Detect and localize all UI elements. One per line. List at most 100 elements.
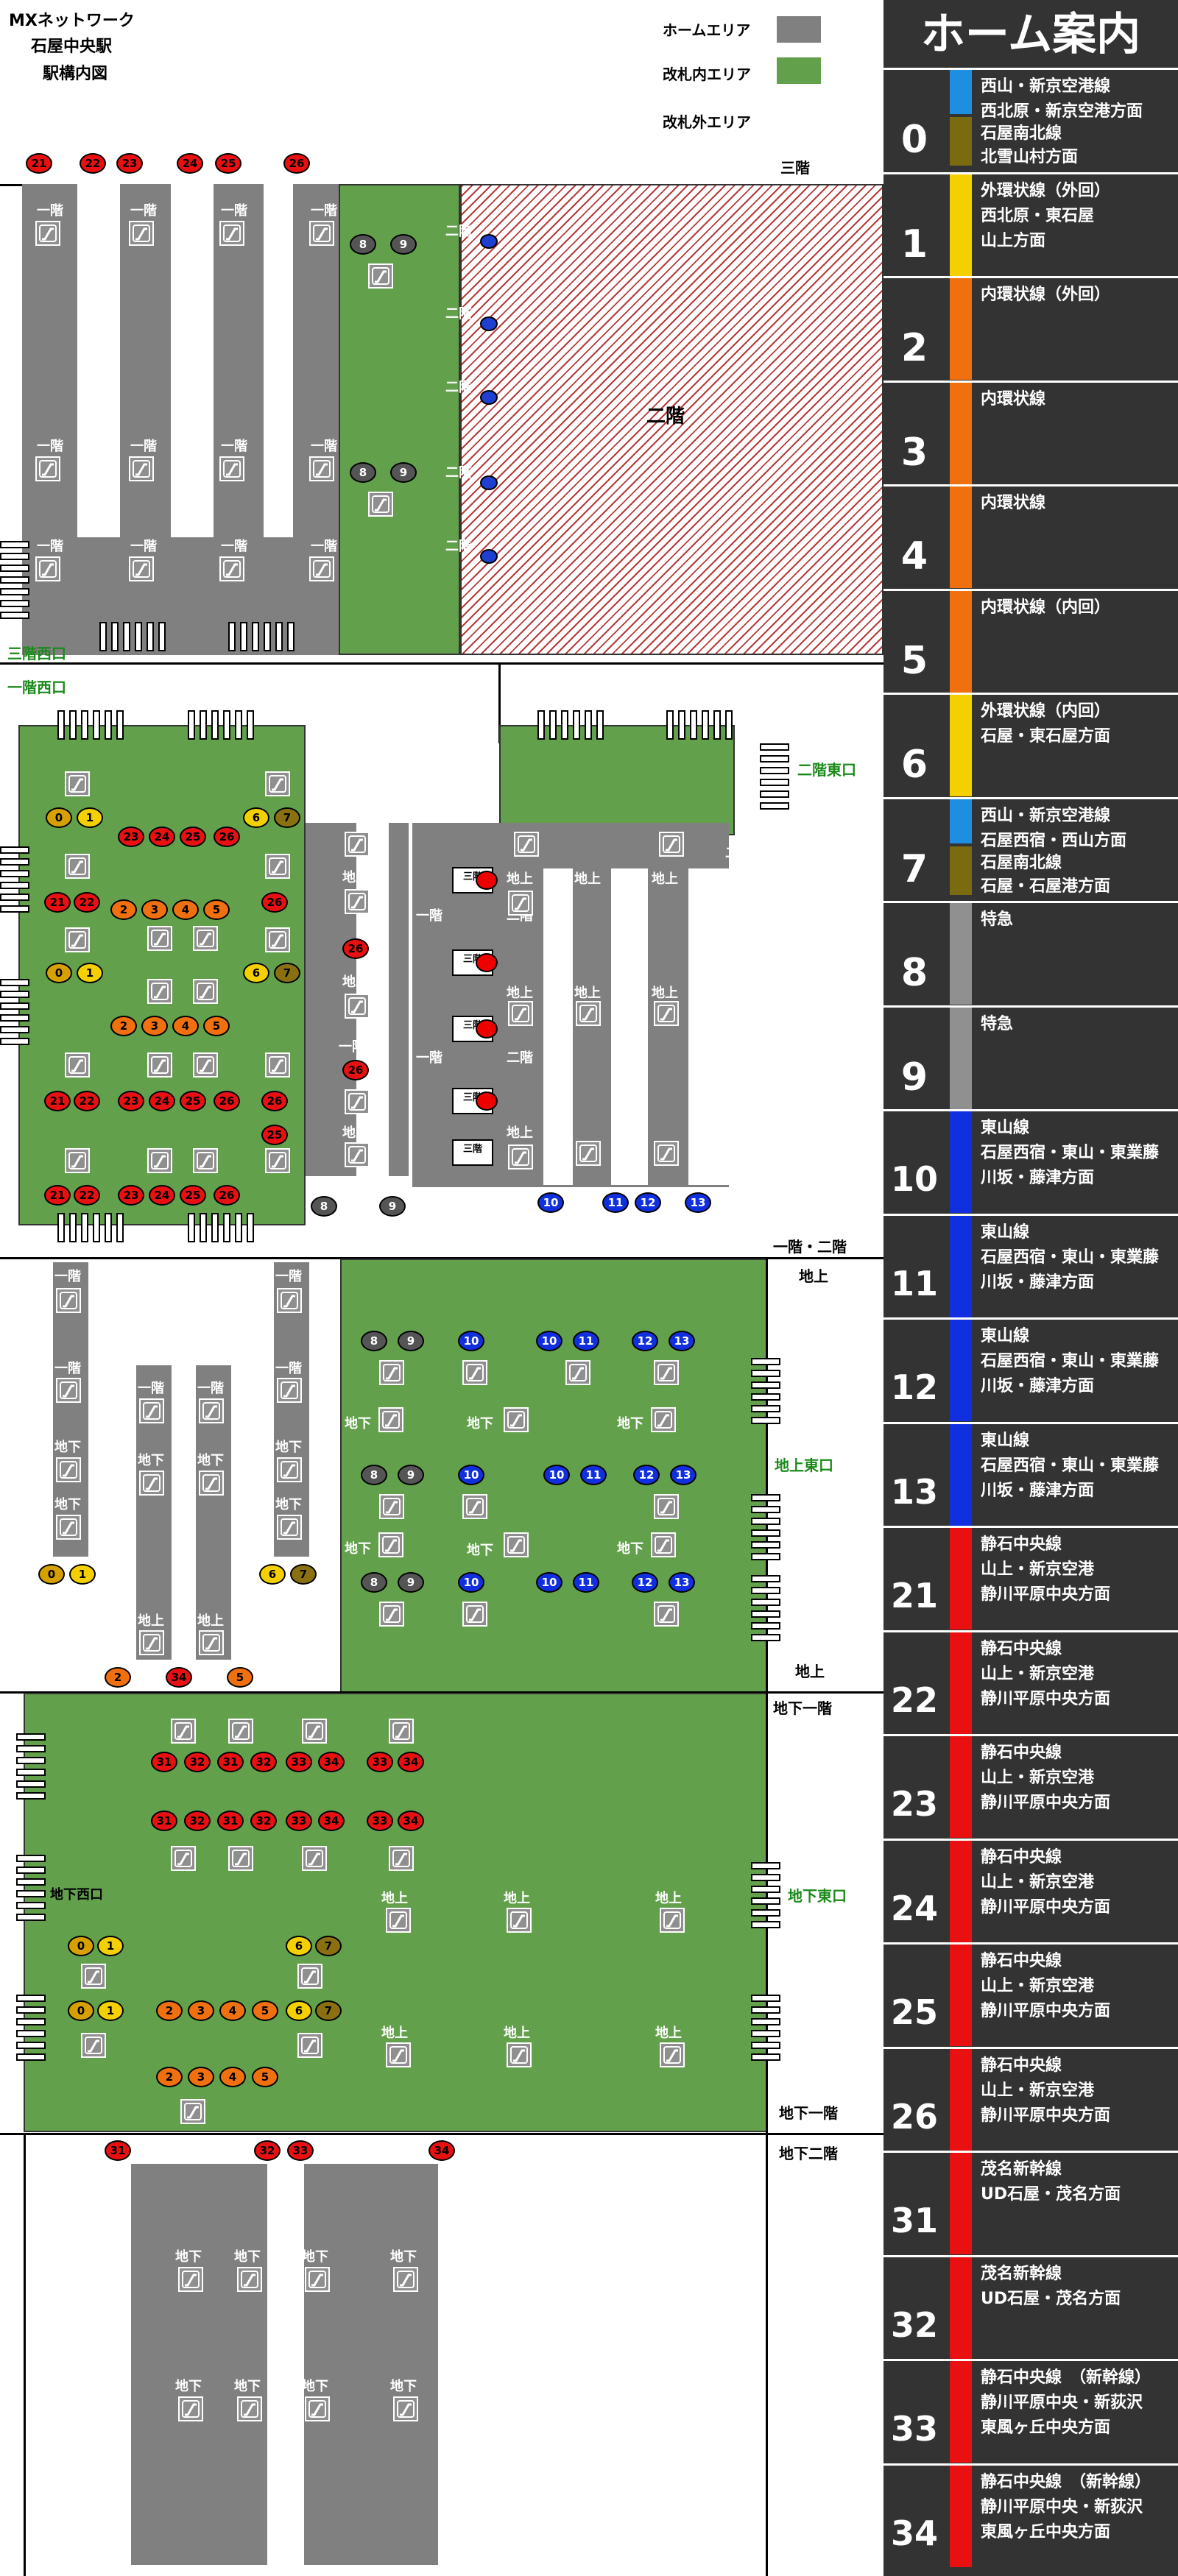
platform-marker-0[interactable]: 0 [68, 1936, 94, 1956]
platform-marker-34[interactable]: 34 [318, 1811, 345, 1831]
platform-marker-5[interactable]: 5 [252, 2000, 278, 2021]
platform-marker-33[interactable]: 33 [367, 1811, 393, 1831]
platform-marker-10[interactable]: 10 [536, 1331, 562, 1351]
platform-marker-34[interactable]: 34 [166, 1667, 192, 1688]
platform-marker-9[interactable]: 9 [398, 1331, 424, 1351]
platform-marker-31[interactable]: 31 [105, 2140, 131, 2161]
platform-marker-25[interactable]: 25 [180, 1185, 206, 1206]
platform-marker-2[interactable]: 2 [156, 2067, 183, 2087]
platform-marker-8[interactable]: 8 [361, 1465, 387, 1485]
platform-marker-11[interactable]: 11 [602, 1192, 629, 1213]
platform-marker-26[interactable]: 26 [214, 1185, 240, 1206]
platform-marker-8[interactable]: 8 [350, 462, 376, 483]
platform-marker-4[interactable]: 4 [172, 1016, 199, 1036]
platform-marker-7[interactable]: 7 [290, 1564, 317, 1585]
platform-marker-33[interactable]: 33 [286, 1752, 312, 1772]
platform-marker-24[interactable]: 24 [149, 827, 175, 847]
platform-marker-9[interactable]: 9 [398, 1465, 424, 1485]
platform-marker-5[interactable]: 5 [203, 899, 230, 920]
platform-marker-6[interactable]: 6 [243, 807, 269, 828]
platform-marker-21[interactable]: 21 [26, 153, 52, 174]
platform-marker-22[interactable]: 22 [80, 153, 106, 174]
platform-marker-3[interactable]: 3 [141, 1016, 168, 1036]
platform-marker-13[interactable]: 13 [669, 1331, 695, 1351]
platform-marker-33[interactable]: 33 [287, 2140, 314, 2161]
platform-marker-0[interactable]: 0 [46, 807, 72, 828]
platform-marker-23[interactable]: 23 [116, 153, 143, 174]
platform-marker-26[interactable]: 26 [214, 1091, 240, 1111]
platform-marker-8[interactable]: 8 [350, 234, 376, 255]
platform-marker-3[interactable]: 3 [188, 2067, 214, 2087]
platform-marker-1[interactable]: 1 [97, 2000, 124, 2021]
platform-marker-9[interactable]: 9 [379, 1196, 406, 1217]
platform-marker-4[interactable]: 4 [172, 899, 199, 920]
platform-marker-24[interactable]: 24 [177, 153, 203, 174]
platform-marker-13[interactable]: 13 [685, 1192, 711, 1213]
platform-marker-33[interactable]: 33 [286, 1811, 312, 1831]
platform-marker-34[interactable]: 34 [398, 1752, 424, 1772]
platform-marker-6[interactable]: 6 [243, 963, 269, 983]
platform-marker-11[interactable]: 11 [573, 1572, 599, 1593]
platform-marker-8[interactable]: 8 [361, 1331, 387, 1351]
platform-marker-21[interactable]: 21 [44, 1185, 71, 1206]
platform-marker-12[interactable]: 12 [633, 1465, 660, 1485]
platform-marker-10[interactable]: 10 [543, 1465, 570, 1485]
platform-marker-10[interactable]: 10 [536, 1572, 562, 1593]
platform-marker-4[interactable]: 4 [219, 2000, 246, 2021]
platform-marker-25[interactable]: 25 [180, 827, 206, 847]
platform-marker-5[interactable]: 5 [203, 1016, 230, 1036]
platform-marker-6[interactable]: 6 [259, 1564, 286, 1585]
platform-marker-34[interactable]: 34 [428, 2140, 455, 2161]
platform-marker-26[interactable]: 26 [261, 892, 288, 913]
platform-marker-8[interactable]: 8 [361, 1572, 387, 1593]
platform-marker-1[interactable]: 1 [77, 963, 103, 983]
platform-marker-6[interactable]: 6 [286, 2000, 312, 2021]
platform-marker-5[interactable]: 5 [227, 1667, 253, 1688]
platform-marker-12[interactable]: 12 [635, 1192, 661, 1213]
platform-marker-7[interactable]: 7 [315, 1936, 342, 1956]
platform-marker-13[interactable]: 13 [670, 1465, 696, 1485]
platform-marker-10[interactable]: 10 [537, 1192, 564, 1213]
platform-marker-22[interactable]: 22 [74, 1091, 100, 1111]
platform-marker-0[interactable]: 0 [38, 1564, 65, 1585]
platform-marker-34[interactable]: 34 [398, 1811, 424, 1831]
platform-marker-23[interactable]: 23 [118, 1091, 144, 1111]
platform-marker-31[interactable]: 31 [217, 1811, 244, 1831]
platform-marker-13[interactable]: 13 [669, 1572, 695, 1593]
platform-marker-25[interactable]: 25 [215, 153, 241, 174]
platform-marker-24[interactable]: 24 [149, 1091, 175, 1111]
platform-marker-1[interactable]: 1 [77, 807, 103, 828]
platform-marker-26[interactable]: 26 [342, 938, 369, 959]
platform-marker-25[interactable]: 25 [261, 1125, 288, 1145]
platform-marker-32[interactable]: 32 [184, 1752, 211, 1772]
platform-marker-23[interactable]: 23 [118, 827, 144, 847]
platform-marker-31[interactable]: 31 [151, 1811, 177, 1831]
platform-marker-21[interactable]: 21 [44, 892, 71, 913]
platform-marker-22[interactable]: 22 [74, 1185, 100, 1206]
platform-marker-32[interactable]: 32 [254, 2140, 281, 2161]
platform-marker-24[interactable]: 24 [149, 1185, 175, 1206]
platform-marker-12[interactable]: 12 [632, 1331, 658, 1351]
platform-marker-32[interactable]: 32 [250, 1752, 277, 1772]
platform-marker-6[interactable]: 6 [286, 1936, 312, 1956]
platform-marker-4[interactable]: 4 [219, 2067, 246, 2087]
platform-marker-31[interactable]: 31 [151, 1752, 177, 1772]
platform-marker-23[interactable]: 23 [118, 1185, 144, 1206]
platform-marker-9[interactable]: 9 [390, 234, 417, 255]
platform-marker-7[interactable]: 7 [274, 807, 300, 828]
platform-marker-34[interactable]: 34 [318, 1752, 345, 1772]
platform-marker-32[interactable]: 32 [250, 1811, 277, 1831]
platform-marker-8[interactable]: 8 [311, 1196, 337, 1217]
platform-marker-26[interactable]: 26 [342, 1060, 369, 1080]
platform-marker-2[interactable]: 2 [105, 1667, 131, 1688]
platform-marker-26[interactable]: 26 [261, 1091, 288, 1111]
platform-marker-3[interactable]: 3 [188, 2000, 214, 2021]
platform-marker-2[interactable]: 2 [110, 899, 137, 920]
platform-marker-3[interactable]: 3 [141, 899, 168, 920]
platform-marker-1[interactable]: 1 [97, 1936, 124, 1956]
platform-marker-10[interactable]: 10 [458, 1572, 484, 1593]
platform-marker-9[interactable]: 9 [390, 462, 417, 483]
platform-marker-26[interactable]: 26 [214, 827, 240, 847]
platform-marker-11[interactable]: 11 [580, 1465, 607, 1485]
platform-marker-0[interactable]: 0 [46, 963, 72, 983]
